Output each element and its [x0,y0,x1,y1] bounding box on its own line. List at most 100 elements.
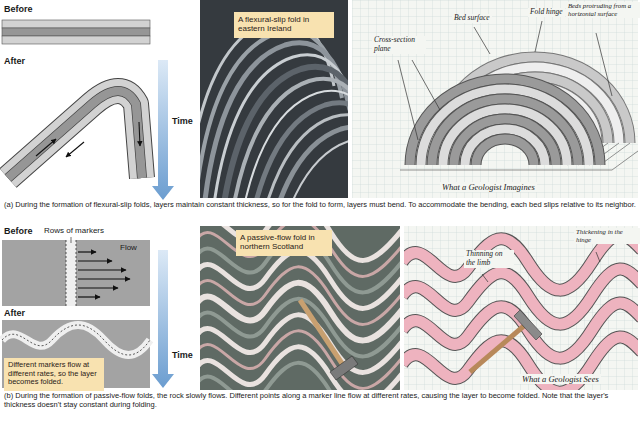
stage-label: After [4,308,25,319]
leader-line [596,252,600,262]
block-sketch [465,129,545,165]
folded-layers [8,91,142,178]
block-sketch [352,0,638,198]
fold-photo [200,0,348,198]
caption-box: A flexural-slip fold in eastern Ireland [234,12,334,38]
before-layers [2,20,150,28]
stage-label: Before [4,226,33,237]
fold-photo [269,139,348,198]
before-flow-block [66,240,67,306]
flow-arrow [78,296,100,297]
sketch-label: Thinning on the limb [464,250,514,268]
flow-fold-photo [200,226,400,260]
leader-line [474,27,490,54]
sketch-label: Beds protruding from a horizontal surfac… [566,2,640,18]
before-layers [2,28,150,36]
block-sketch [476,139,534,165]
before-flow-block [66,240,76,306]
sketch-label: Cross-section plane [372,36,426,54]
block-sketch [410,79,600,165]
flow-arrow [78,260,112,261]
marker-label: Rows of markers [44,226,104,235]
block-sketch [352,0,638,198]
block-sketch [352,0,638,198]
sketch-title: What a Geologist Sees [520,374,601,384]
flow-fold-photo [200,226,400,276]
before-flow-block [2,240,150,306]
flow-arrow [78,287,118,288]
flow-fold-photo [200,363,400,390]
before-flow-block [2,240,150,306]
folded-layers [8,91,142,178]
fold-photo [261,127,348,198]
before-layers [2,20,150,44]
block-sketch [410,79,600,165]
sketch-label: Thickening in the hinge [574,228,640,244]
flow-arrow [78,278,130,279]
flow-fold-photo [330,356,358,380]
folded-layers [8,91,142,178]
figure-caption: (a) During the formation of flexural-sli… [4,201,636,210]
folded-layers [8,91,142,178]
block-sketch [432,99,578,165]
slip-arrow [36,139,56,156]
box-text: Different markers flow at different rate… [8,361,100,387]
sketch-title: What a Geologist Imagines [440,182,537,192]
after-flow-block [2,325,150,355]
caption-box: Different markers flow at different rate… [4,358,104,391]
block-sketch [400,170,612,171]
before-flow-block [76,240,77,306]
time-label: Time [172,116,193,127]
block-sketch [454,119,556,165]
time-arrow [152,250,174,388]
stage-label: After [4,56,25,67]
flow-label: Flow [120,243,137,252]
before-layers [2,36,150,44]
leader-line [412,60,440,110]
flow-fold-photo [200,331,400,389]
block-sketch [454,119,556,165]
sketch-label: Bed surface [452,14,492,23]
block-sketch [476,139,534,165]
block-sketch [421,89,589,165]
leader-line [71,237,72,243]
box-text: A passive-flow fold in northern Scotland [240,233,328,251]
stage-label: Before [4,4,33,15]
block-sketch [421,89,589,165]
time-label: Time [172,350,193,361]
slip-arrow [139,122,140,146]
block-sketch [410,79,600,165]
fold-photo [237,91,348,198]
block-sketch [443,109,567,165]
flow-arrow [78,269,126,270]
flow-fold-sketch [404,337,638,390]
sketch-label: Fold hinge [528,8,565,17]
block-sketch [432,99,578,165]
time-arrow [152,60,174,200]
leader-line [398,60,418,140]
slip-arrow [36,122,140,157]
caption-box: A passive-flow fold in northern Scotland [236,230,332,256]
flow-fold-sketch [514,310,542,340]
flow-arrow [78,251,96,252]
leader-line [596,33,612,96]
flow-arrow [78,252,130,297]
box-text: A flexural-slip fold in eastern Ireland [238,15,330,33]
figure-caption: (b) During the formation of passive-flow… [4,392,636,410]
block-sketch [612,151,638,170]
flow-fold-sketch [404,226,638,390]
leader-line [482,274,488,282]
flow-fold-photo [200,347,400,390]
flow-fold-photo [200,226,400,390]
flow-fold-sketch [470,325,525,372]
leader-line [535,21,542,52]
slip-arrow [66,142,84,157]
block-sketch [465,129,545,165]
flow-fold-sketch [404,337,638,390]
after-flow-block [2,325,150,355]
folded-layers [8,91,142,178]
fold-photo [200,0,348,198]
flow-fold-photo [300,300,345,368]
leader-line [398,21,612,140]
